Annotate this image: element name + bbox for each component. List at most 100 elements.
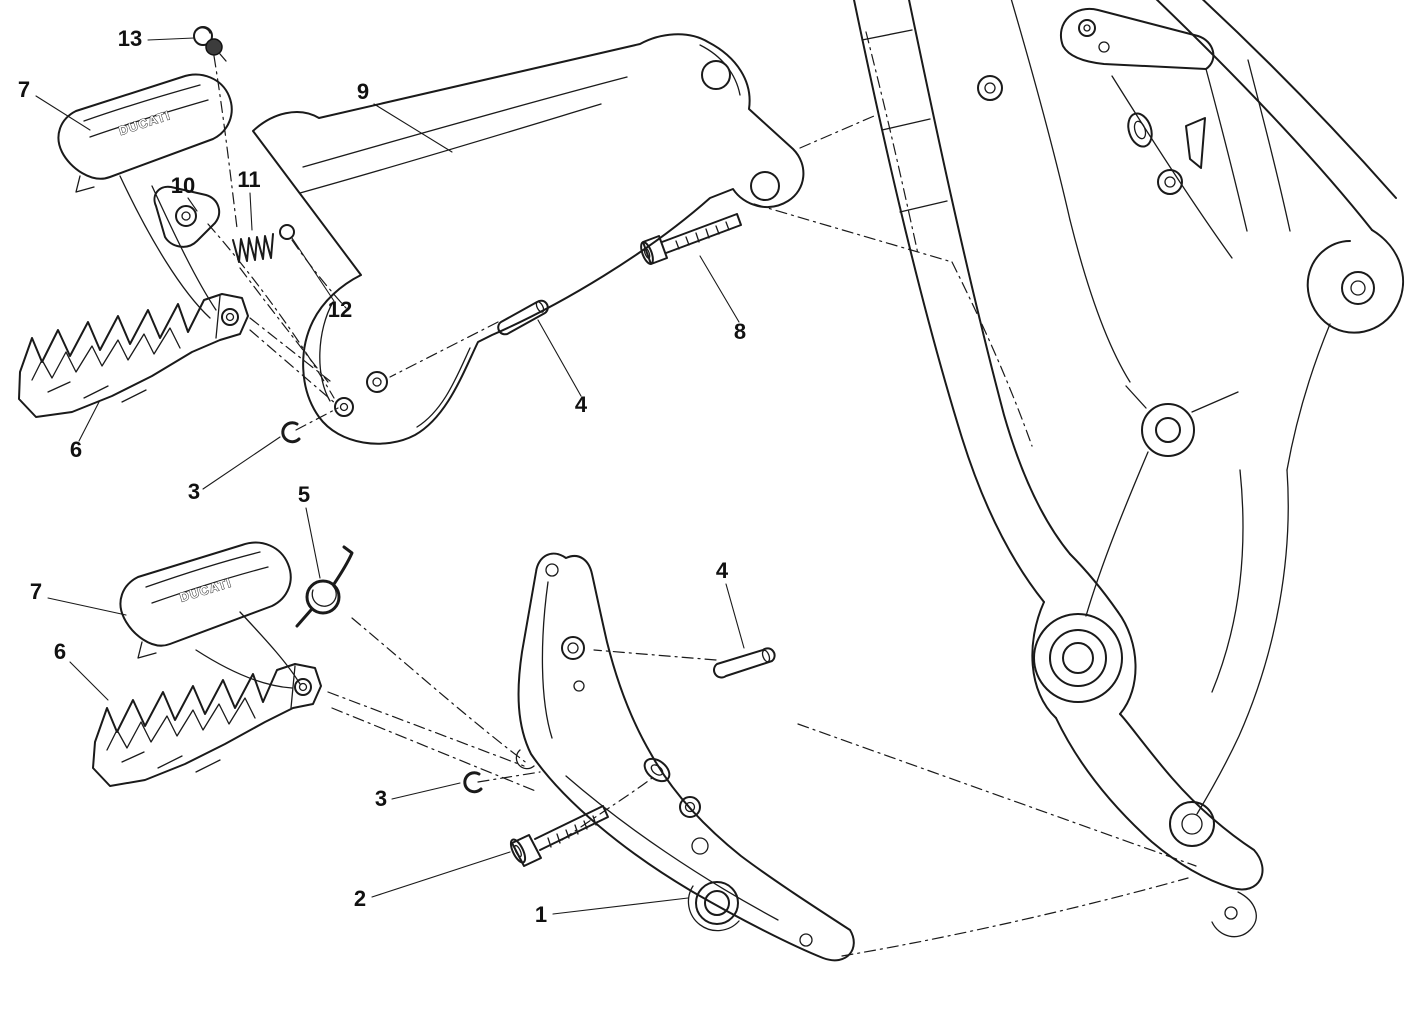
peg-outline <box>18 293 249 418</box>
peg-outline <box>92 663 322 787</box>
part-7-heel-guard-upper: DUCATI <box>57 73 233 193</box>
block-outline <box>153 185 221 248</box>
peg-pivot-hole <box>294 678 312 696</box>
callout-label: 5 <box>298 482 310 507</box>
callout-label: 7 <box>30 579 42 604</box>
frame-line <box>1196 469 1289 815</box>
brand-text-lower: DUCATI <box>178 576 233 605</box>
pin-outline <box>497 299 549 336</box>
alignment-line <box>195 649 293 689</box>
dash-line <box>797 723 1197 867</box>
callout-13: 13 <box>118 26 195 51</box>
frame-line <box>1111 75 1233 259</box>
callout-12: 12 <box>291 237 352 322</box>
callout-label: 9 <box>357 79 369 104</box>
frame-lower-arm <box>1055 713 1264 891</box>
bracket-hole-top <box>701 60 731 90</box>
frame-hole <box>1157 169 1183 195</box>
part-3-snap-ring-upper <box>281 421 301 444</box>
dash-line <box>291 239 347 309</box>
part-8-bolt-upper <box>640 213 742 265</box>
leader-line <box>699 255 740 323</box>
frame-line <box>1031 601 1057 719</box>
bracket-foot-hole <box>799 933 813 947</box>
bracket-outline <box>517 552 855 962</box>
peg-tooth-row <box>31 327 181 381</box>
bracket-foot-hole-inner <box>372 377 382 387</box>
bolt-socket <box>514 844 522 858</box>
snap-ring-outline <box>281 421 301 444</box>
guard-outline <box>57 73 233 180</box>
leader-line <box>291 237 335 302</box>
pin-end-face <box>761 649 771 663</box>
frame-hole-inner <box>1083 24 1091 32</box>
dash-line <box>477 771 541 783</box>
callout-label: 10 <box>171 173 195 198</box>
frame-line <box>1069 219 1131 383</box>
bracket-edge-detail <box>541 581 553 739</box>
assembly-lines <box>207 31 1197 957</box>
bracket-rib <box>299 103 602 194</box>
clip-head <box>205 38 223 56</box>
bracket-hole-inner <box>567 642 579 654</box>
leader-line <box>187 197 198 212</box>
pin-end-face <box>535 301 545 313</box>
leader-line <box>537 319 582 397</box>
bolt-head <box>642 235 668 265</box>
alignment-line <box>119 175 211 319</box>
frame-foot-tab <box>1211 891 1257 938</box>
callout-label: 11 <box>237 167 260 192</box>
frame-line <box>1286 323 1331 471</box>
clip-detail-line <box>196 27 211 34</box>
part-1-footrest-bracket <box>515 552 855 962</box>
frame-pivot-hole-inner <box>1155 417 1181 443</box>
part-6-footpeg-lower <box>92 663 322 787</box>
leader-line <box>391 782 461 800</box>
guard-tab <box>75 175 95 193</box>
dash-line <box>239 267 329 383</box>
peg-pivot-hole-inner <box>298 682 308 692</box>
leader-line <box>305 507 321 579</box>
part-9-footrest-bracket <box>252 33 805 445</box>
part-6-footpeg-upper <box>18 293 249 418</box>
part-7-heel-guard-lower: DUCATI <box>119 541 292 659</box>
peg-clevis-line <box>290 665 296 709</box>
frame-hole <box>977 75 1003 101</box>
dash-line <box>249 329 337 405</box>
frame-line <box>1085 451 1149 617</box>
callout-3-upper: 3 <box>188 436 281 504</box>
spring-coil <box>305 579 341 615</box>
callout-8: 8 <box>699 255 746 344</box>
frame-line <box>1155 0 1373 231</box>
frame-line <box>1211 469 1244 693</box>
bracket-hole-lobe <box>750 171 780 201</box>
bracket-slot <box>643 757 671 783</box>
leader-line <box>249 192 253 231</box>
bracket-edge-detail <box>565 775 779 921</box>
bracket-notch <box>515 749 535 770</box>
alignment-line <box>151 185 217 311</box>
part-11-compression-spring <box>232 233 274 263</box>
callout-2: 2 <box>354 851 511 911</box>
spring-coils <box>232 233 274 263</box>
frame-assembly-reference <box>853 0 1405 938</box>
leader-line <box>552 897 689 915</box>
callout-label: 13 <box>118 26 142 51</box>
callout-6-lower: 6 <box>54 639 109 701</box>
frame-bearing-outer <box>1033 613 1123 703</box>
callout-4-upper: 4 <box>537 319 588 417</box>
callout-5: 5 <box>298 482 321 579</box>
bolt-shaft <box>534 805 609 851</box>
peg-hatch <box>121 751 221 773</box>
bolt-shaft <box>661 213 742 254</box>
frame-hole <box>1224 906 1238 920</box>
callouts: 13 7 9 10 11 12 6 3 <box>18 26 746 927</box>
guard-rib <box>83 84 201 122</box>
callout-label: 8 <box>734 319 746 344</box>
frame-line <box>853 0 1045 603</box>
snap-ring-outline <box>463 771 483 794</box>
frame-top-bracket <box>1060 7 1215 70</box>
dash-line <box>799 115 875 149</box>
guard-rib <box>145 551 261 588</box>
